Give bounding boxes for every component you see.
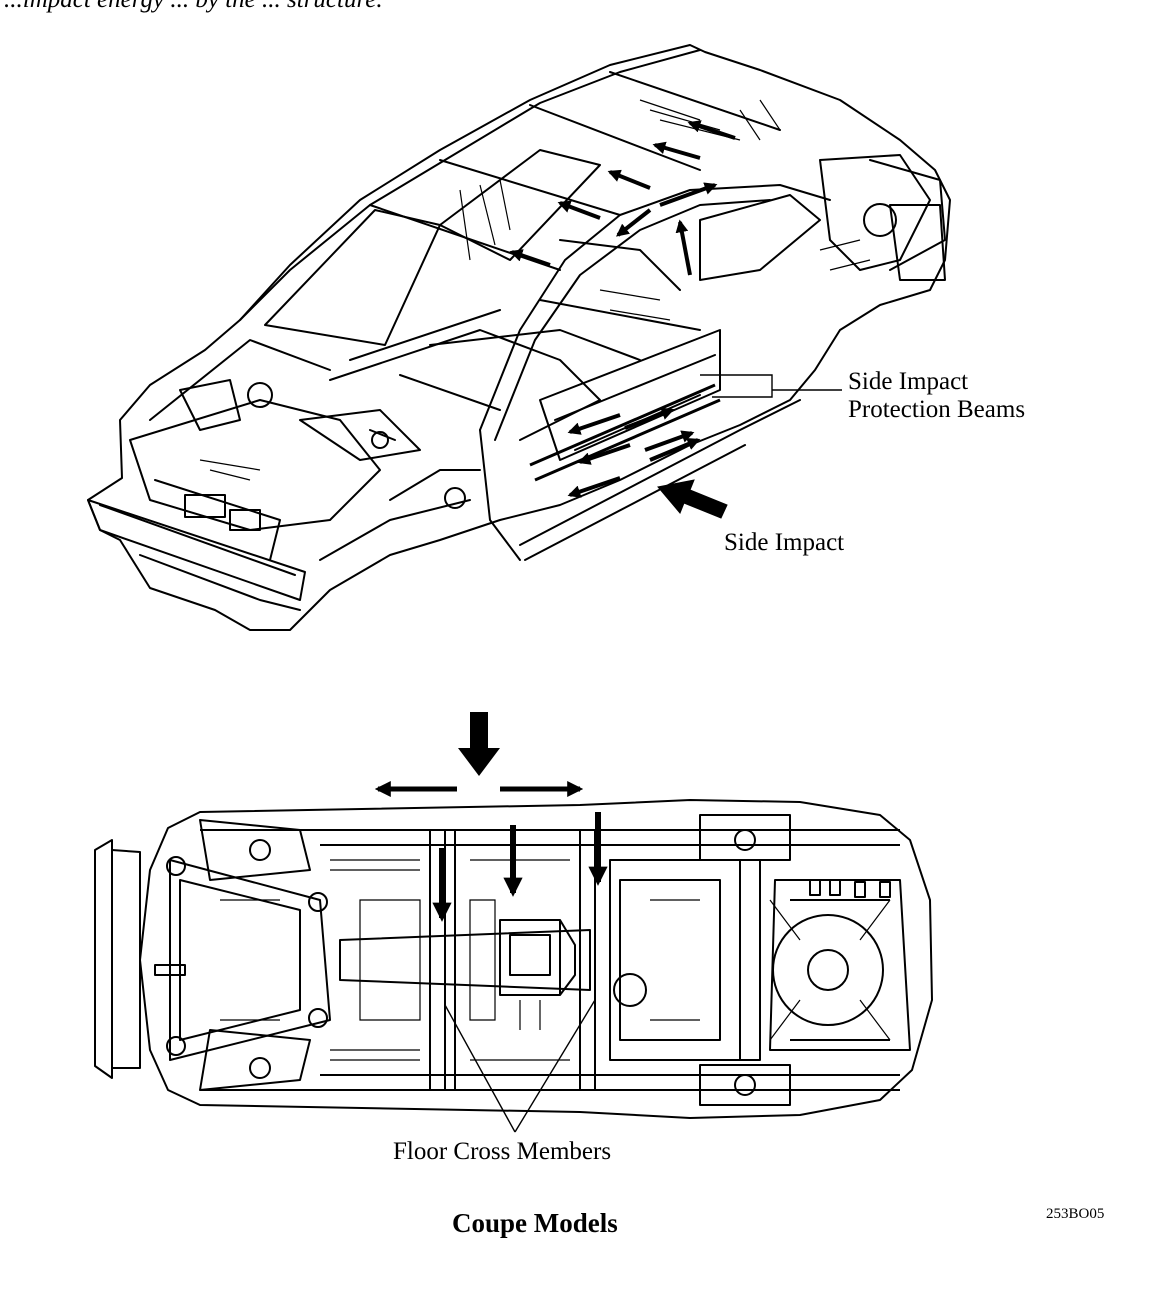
upper-body-shell-drawing (87, 44, 951, 631)
figure-caption: Coupe Models (452, 1208, 618, 1238)
side-impact-protection-beams (529, 383, 721, 482)
beam-load-arrow-2 (624, 407, 675, 430)
beams-label-leaders (700, 374, 842, 398)
top-impact-arrow (458, 712, 500, 776)
pillar-load-arrow-3 (675, 219, 692, 276)
lower-underbody-detail-lines (220, 859, 891, 1061)
roof-load-arrow-3 (607, 169, 651, 190)
side-impact-beams-label-line1: Side Impact (848, 368, 969, 395)
floor-cross-members-label: Floor Cross Members (393, 1138, 612, 1165)
side-impact-arrow (657, 479, 728, 519)
floor-cross-label-leaders (444, 999, 596, 1133)
roof-load-arrow-5 (687, 120, 736, 140)
lower-underbody-drawing (94, 799, 933, 1119)
pillar-load-arrow-1 (659, 182, 718, 207)
beam-load-arrow-1 (567, 413, 621, 435)
roof-load-arrow-4 (652, 141, 701, 160)
beam-load-arrow-3 (577, 443, 631, 465)
side-impact-label: Side Impact (724, 529, 845, 556)
header-partial-text: ...impact energy ... by the ... structur… (4, 0, 383, 12)
upper-body-detail-lines (199, 99, 871, 481)
roof-load-arrow-2 (557, 200, 601, 220)
beam-load-arrow-4 (644, 430, 695, 452)
upper-load-path-arrows (509, 120, 736, 498)
side-impact-beams-label-line2: Protection Beams (848, 396, 1026, 423)
roof-load-arrow-1 (509, 249, 551, 267)
sill-load-arrow-2 (649, 438, 701, 462)
pillar-load-arrow-2 (615, 208, 652, 237)
figure-code: 253BO05 (1046, 1206, 1105, 1222)
lower-load-arrows (374, 712, 608, 922)
sill-load-arrow-1 (567, 476, 621, 498)
